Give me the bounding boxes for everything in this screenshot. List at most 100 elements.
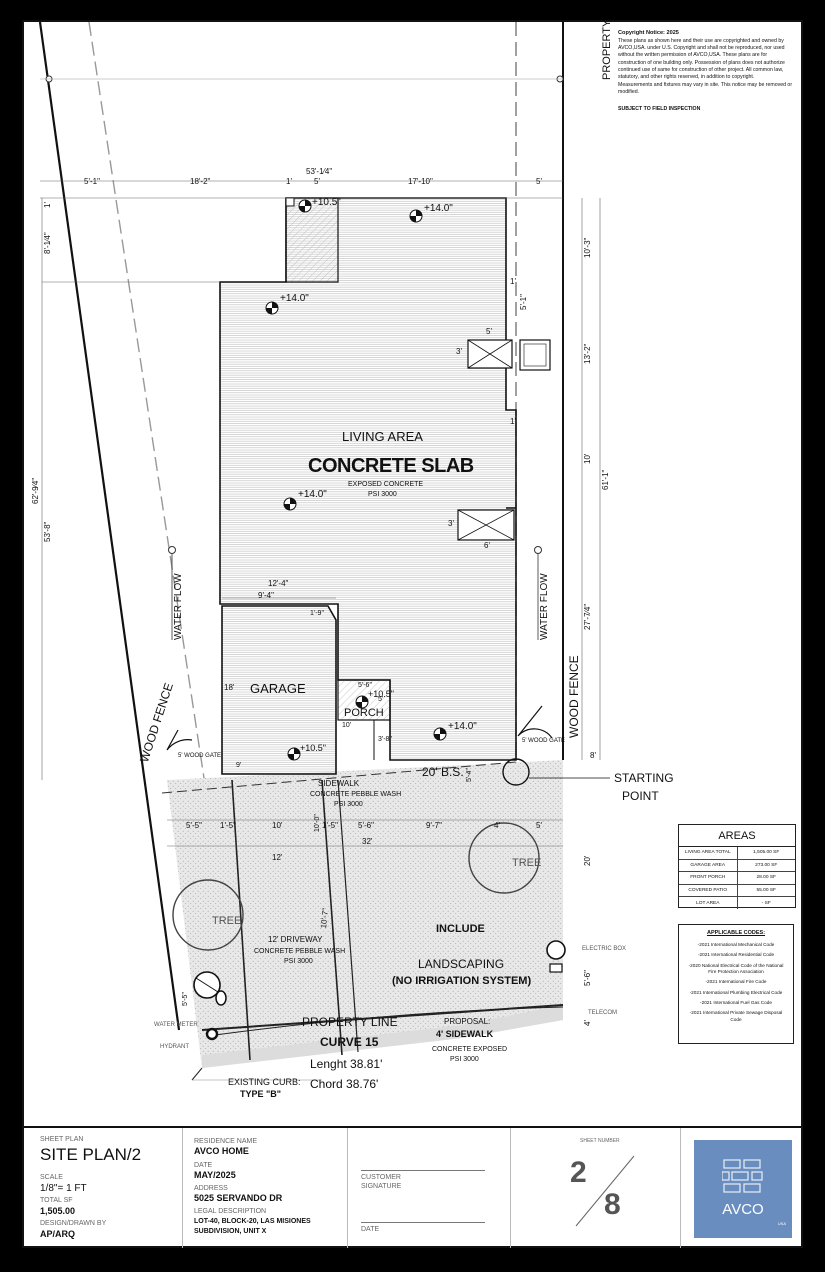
dim-label: 5'-4" <box>466 768 473 782</box>
gate-left-label: 5' WOOD GATE <box>178 753 222 759</box>
curve-length-label: Lenght 38.81' <box>310 1057 383 1071</box>
dim-label: 12'-4" <box>268 579 289 588</box>
dim-label: 10' <box>583 453 592 464</box>
dim-label: 3'-8" <box>378 736 392 743</box>
date-label: DATE <box>194 1162 213 1169</box>
dim-label: 12' <box>272 853 283 862</box>
address-label: ADDRESS <box>194 1185 228 1192</box>
concrete-exposed-label: CONCRETE EXPOSED <box>432 1046 508 1053</box>
building-setback-label: 20' B.S. <box>422 765 464 779</box>
sidewalk-psi-label: PSI 3000 <box>334 801 363 808</box>
dim-label: 8' <box>590 751 596 760</box>
front-yard-pebble <box>167 760 563 1068</box>
dim-label: 8'-1⁄4" <box>43 232 52 254</box>
sheet-number-value: 2 <box>570 1156 587 1189</box>
curb-type-label: TYPE "B" <box>240 1089 282 1099</box>
design-label: DESIGN/DRAWN BY <box>40 1220 107 1227</box>
dim-label: 9' <box>236 762 242 769</box>
date-line <box>361 1222 485 1223</box>
notice-body: These plans as shown here and their use … <box>618 37 785 81</box>
sidewalk-label: SIDEWALK <box>318 779 360 788</box>
codes-title: APPLICABLE CODES: <box>706 930 766 936</box>
list-item: -2021 International Private Sewage Dispo… <box>689 1010 783 1022</box>
dim-label: 27'-7⁄4" <box>583 603 592 630</box>
legal-label: LEGAL DESCRIPTION <box>194 1208 267 1215</box>
dim-label: 53'-8" <box>43 521 52 542</box>
dim-label: 9'-4" <box>258 591 274 600</box>
dim-label: 62'-9⁄4" <box>31 477 40 504</box>
list-item: -2020 National Electrical Code of the Na… <box>688 962 784 975</box>
notice-body-2: Measurements and fixtures may vary in si… <box>618 81 793 95</box>
site-plan-sheet: Copyright Notice: 2025 These plans as sh… <box>22 20 803 1248</box>
dim-label: 5'-1" <box>84 177 100 186</box>
dim-label: 10'-3" <box>583 237 592 258</box>
dim-label: 1' <box>286 177 292 186</box>
wood-fence-right-label: WOOD FENCE <box>567 655 581 738</box>
dim-label: 5' <box>486 327 492 336</box>
dim-label: 10'-0" <box>314 814 321 832</box>
dim-label: 1'-9" <box>310 610 324 617</box>
list-item: -2021 International Mechanical Code <box>697 942 775 947</box>
dim-label: 18' <box>224 683 235 692</box>
dim-label: 3' <box>448 519 454 528</box>
tree-right <box>468 822 540 894</box>
signature-line <box>361 1170 485 1171</box>
dim-label: 5'-6" <box>358 821 374 830</box>
list-item: -2021 International Plumbing Electrical … <box>689 989 783 995</box>
design-value: AP/ARQ <box>40 1229 76 1239</box>
living-area-label: LIVING AREA <box>342 429 423 444</box>
driveway-pebble-label: CONCRETE PEBBLE WASH <box>254 948 346 955</box>
dim-label: 4' <box>494 821 500 830</box>
dim-label: 5'-6" <box>583 970 592 986</box>
logo-text: AVCO <box>722 1201 764 1218</box>
property-label: PROPERTY <box>601 20 613 80</box>
dim-label: 5' <box>536 177 542 186</box>
dim-label: 5'-6" <box>358 682 372 689</box>
water-meter-label: WATER METER <box>154 1022 198 1028</box>
garage-label: GARAGE <box>250 681 306 696</box>
elevation-label: +10.5" <box>300 743 326 753</box>
sheet-number-label: SHEET NUMBER <box>580 1138 620 1144</box>
elevation-label: +10.5" <box>312 197 341 208</box>
property-line-label: PROPERTY LINE <box>302 1015 398 1029</box>
electric-box-label: ELECTRIC BOX <box>582 946 627 952</box>
residence-label: RESIDENCE NAME <box>194 1138 258 1145</box>
dim-label: 5' <box>378 696 384 703</box>
patio-slab <box>285 197 339 283</box>
living-area-slab <box>219 197 517 761</box>
dim-label: 1' <box>510 277 516 286</box>
table-row: LOT AREA- SF <box>679 897 795 909</box>
legal-value-2: SUBDIVISION, UNIT X <box>194 1228 267 1235</box>
dim-label: 10' <box>342 722 352 729</box>
curve-label: CURVE 15 <box>320 1035 379 1049</box>
residence-info-cell: RESIDENCE NAME AVCO HOME DATE MAY/2025 A… <box>182 1128 348 1248</box>
dim-label: 5'-5" <box>182 992 189 1006</box>
logo-cell: AVCO USA <box>680 1128 803 1248</box>
list-item: -2021 International Fuel Gas Code <box>700 1000 772 1006</box>
tree-right-label: TREE <box>512 857 542 869</box>
elevation-label: +14.0" <box>298 489 327 500</box>
sheet-border <box>22 20 803 1248</box>
starting-point-label: STARTING <box>614 771 674 785</box>
existing-curb-label: EXISTING CURB: <box>228 1077 301 1087</box>
wood-fence-left <box>38 21 181 1031</box>
notice-subject: SUBJECT TO FIELD INSPECTION <box>618 106 701 113</box>
ac-unit <box>519 339 551 371</box>
dim-label: 61'-1" <box>601 469 610 490</box>
dim-label: 1'-5" <box>322 821 338 830</box>
concrete-slab-label: CONCRETE SLAB <box>308 455 474 477</box>
date-2-label: DATE <box>361 1226 380 1233</box>
gate-right-label: 5' WOOD GATE <box>522 738 566 744</box>
dim-label: 53'-1⁄4" <box>306 167 333 176</box>
signature-cell: CUSTOMER SIGNATURE DATE <box>347 1128 511 1248</box>
sheet-plan-label: SHEET PLAN <box>40 1136 84 1143</box>
dim-label: 5'-1" <box>519 294 528 310</box>
sidewalk-pebble-label: CONCRETE PEBBLE WASH <box>310 791 402 798</box>
copyright-notice: Copyright Notice: 2025 These plans as sh… <box>618 30 796 113</box>
telecom-label: TELECOM <box>588 1010 618 1016</box>
hydrant-label: HYDRANT <box>160 1044 190 1050</box>
exposed-concrete-label: EXPOSED CONCRETE <box>348 481 424 488</box>
dim-label: 1'-5" <box>220 821 236 830</box>
